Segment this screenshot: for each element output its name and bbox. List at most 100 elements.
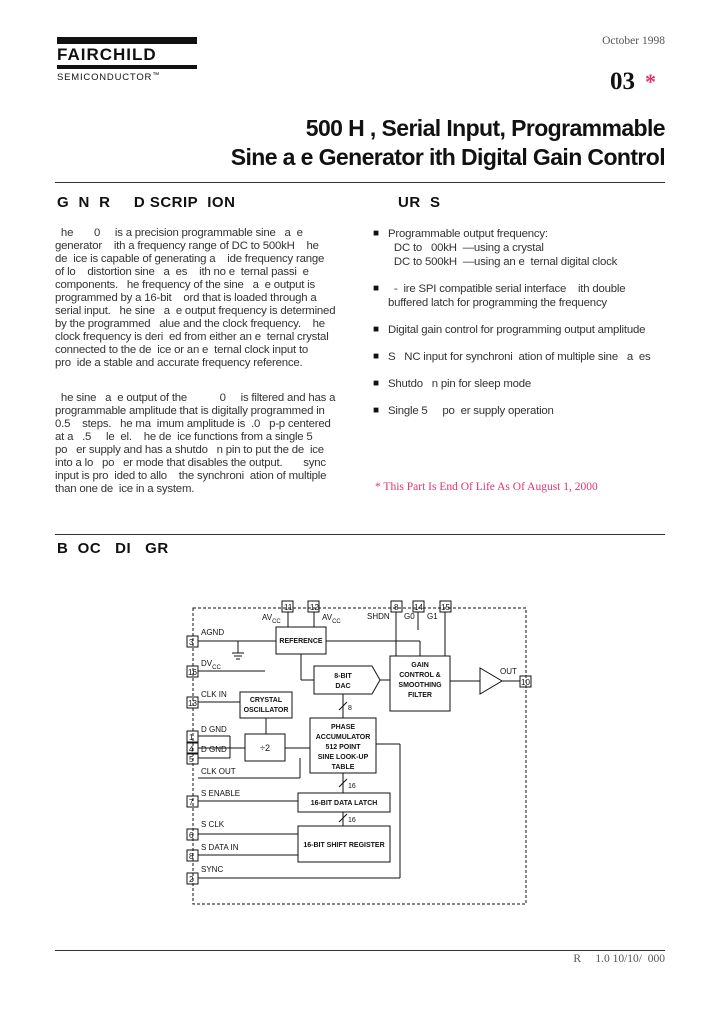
bullet-icon: ■: [373, 228, 379, 239]
pin-label-avcc2: AVCC: [322, 613, 341, 625]
pin-label-g0: G0: [404, 612, 415, 621]
crystal-label-line-1: CRYSTAL: [250, 697, 283, 704]
pin-number: 11: [284, 603, 293, 612]
bus-slash: [338, 778, 348, 788]
pin-number: 4: [189, 745, 194, 754]
bullet-icon: ■: [373, 405, 379, 416]
shift-register-block: [297, 825, 391, 863]
logo-bar-bottom: [57, 65, 197, 69]
pin-number: 12: [310, 603, 319, 612]
pin-number: 2: [189, 875, 194, 884]
dac-label-line-2: DAC: [335, 683, 350, 690]
pin-label-shdn: SHDN: [367, 612, 390, 621]
feature-text: buffered latch for programming the frequ…: [388, 297, 607, 309]
logo-trademark: ™: [152, 72, 161, 79]
bus-width-dac: 8: [348, 705, 352, 712]
pin-number: 7: [189, 798, 194, 807]
block-diagram-rule: [55, 534, 665, 535]
pin-label-dgnd2: D GND: [201, 745, 227, 754]
feature-text: DC to 500kH —using an e ternal digital c…: [388, 256, 618, 268]
text-line: pro ide a stable and accurate frequency …: [55, 357, 303, 369]
pin-number: 8: [394, 603, 399, 612]
shift-register-label: 16-BIT SHIFT REGISTER: [303, 842, 384, 849]
pin-label-sclk: S CLK: [201, 820, 225, 829]
bullet-icon: ■: [373, 283, 379, 294]
text-line: po er supply and has a shutdo n pin to p…: [55, 444, 324, 456]
pin-label-dgnd1: D GND: [201, 725, 227, 734]
pin-number: 8: [189, 852, 194, 861]
text-line: by the programmed alue and the clock fre…: [55, 318, 325, 330]
phase-label-line-2: ACCUMULATOR: [316, 734, 371, 741]
text-line: connected to the de ice or an e ternal c…: [55, 344, 309, 356]
text-line: programmable amplitude that is digitally…: [55, 405, 325, 417]
phase-label-line-5: TABLE: [332, 764, 355, 771]
pin-number: 3: [189, 638, 194, 647]
data-latch-label: 16-BIT DATA LATCH: [311, 800, 378, 807]
phase-label-line-3: 512 POINT: [325, 744, 361, 751]
text-line: 0.5 steps. he ma imum amplitude is .0 p-…: [55, 418, 331, 430]
pin-label-clkin: CLK IN: [201, 690, 227, 699]
bus-slash: [338, 701, 348, 711]
feature-item: ■ - ire SPI compatible serial interface …: [373, 282, 673, 310]
pin-number: 14: [414, 603, 423, 612]
pin-number: 5: [189, 755, 194, 764]
text-line: generator ith a frequency range of DC to…: [55, 240, 319, 252]
feature-text: Single 5 po er supply operation: [388, 405, 554, 417]
general-description-heading: G N R D SCRIP ION: [57, 194, 236, 211]
bus-width-latch: 16: [348, 783, 356, 790]
revision-info: R 1.0 10/10/ 000: [573, 953, 665, 965]
gain-label-line-2: CONTROL &: [399, 672, 440, 679]
pin-number: 1: [189, 733, 194, 742]
chip-boundary: [192, 607, 527, 905]
feature-text: Programmable output frequency:: [388, 228, 548, 240]
footer-rule: [55, 950, 665, 951]
text-line: input is pro ided to allo the synchroni …: [55, 470, 327, 482]
feature-text: Digital gain control for programming out…: [388, 324, 646, 336]
pin-label-agnd: AGND: [201, 628, 224, 637]
text-line: de ice is capable of generating a ide fr…: [55, 253, 325, 265]
text-line: he 0 is a precision programmable sine a …: [55, 227, 303, 239]
title-line-1: 500 H , Serial Input, Programmable: [305, 115, 666, 141]
gain-label-line-1: GAIN: [411, 662, 429, 669]
text-line: into a lo po er mode that disables the o…: [55, 457, 326, 469]
features-heading: UR S: [384, 194, 441, 211]
feature-text: - ire SPI compatible serial interface it…: [388, 283, 626, 295]
crystal-label-line-2: OSCILLATOR: [244, 707, 289, 714]
text-line: programmed by a 16-bit ord that is loade…: [55, 292, 317, 304]
gain-label-line-3: SMOOTHING: [398, 682, 442, 689]
text-line: clock frequency is deri ed from either a…: [55, 331, 329, 343]
company-logo: FAIRCHILD SEMICONDUCTOR™: [57, 37, 197, 83]
pin-label-avcc1: AVCC: [262, 613, 281, 625]
gain-label-line-4: FILTER: [408, 692, 432, 699]
pin-label-dvcc: DVCC: [201, 659, 221, 671]
title-line-2: Sine a e Generator ith Digital Gain Cont…: [230, 144, 666, 170]
general-description-para-2: he sine a e output of the 0 is filtered …: [55, 392, 355, 496]
bullet-icon: ■: [373, 324, 379, 335]
logo-subtitle: SEMICONDUCTOR: [57, 72, 153, 83]
pin-number: 10: [521, 678, 530, 687]
feature-item: ■ Single 5 po er supply operation: [373, 404, 673, 418]
title-rule: [55, 182, 665, 183]
bullet-icon: ■: [373, 351, 379, 362]
bus-width-shift: 16: [348, 817, 356, 824]
feature-text: Shutdo n pin for sleep mode: [388, 378, 532, 390]
reference-label: REFERENCE: [279, 638, 323, 645]
pin-label-sdatain: S DATA IN: [201, 843, 239, 852]
data-latch-block: [297, 792, 391, 813]
logo-wordmark: FAIRCHILD: [57, 45, 157, 64]
end-of-life-notice: * This Part Is End Of Life As Of August …: [375, 481, 598, 493]
feature-item: ■ Digital gain control for programming o…: [373, 323, 673, 337]
text-line: he sine a e output of the 0 is filtered …: [55, 392, 336, 404]
pin-number: 16: [188, 668, 197, 677]
bullet-icon: ■: [373, 378, 379, 389]
bus-slash: [338, 813, 348, 823]
part-number: 03 *: [610, 68, 656, 96]
feature-item: ■ Programmable output frequency: DC to 0…: [373, 227, 673, 269]
dac-block: [313, 665, 381, 695]
pin-number: 15: [441, 603, 450, 612]
text-line: components. he frequency of the sine a e…: [55, 279, 316, 291]
feature-item: ■ S NC input for synchroni ation of mult…: [373, 350, 673, 364]
pin-label-senable: S ENABLE: [201, 789, 240, 798]
dac-label-line-1: 8-BIT: [334, 673, 352, 680]
logo-bar-top: [57, 37, 197, 44]
